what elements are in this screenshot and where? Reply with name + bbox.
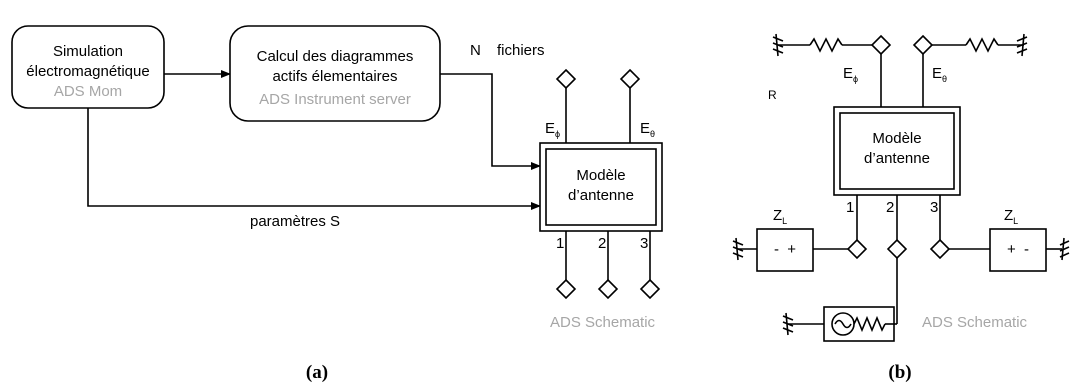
sparams-label: paramètres S bbox=[250, 213, 340, 230]
fichiers-label: fichiers bbox=[497, 42, 545, 59]
ground-source bbox=[782, 312, 794, 336]
e-phi-label-a: Eϕ bbox=[545, 120, 560, 139]
ground-right-load bbox=[1059, 237, 1070, 261]
ground-left-load bbox=[732, 237, 744, 261]
e-theta-port-a bbox=[619, 68, 641, 90]
ads-schematic-label-a: ADS Schematic bbox=[550, 314, 656, 331]
source-resistor bbox=[853, 315, 886, 333]
top-right-resistor bbox=[965, 37, 999, 53]
right-load-signs: + - bbox=[1007, 241, 1029, 258]
port-3-label-b: 3 bbox=[930, 199, 938, 216]
port-2-label-a: 2 bbox=[598, 235, 606, 252]
left-load-box bbox=[756, 228, 814, 272]
port-2-terminal-a bbox=[597, 278, 619, 300]
model-b-line1: Modèle bbox=[872, 130, 921, 147]
right-load-box bbox=[989, 228, 1047, 272]
arrow-sparams-to-model bbox=[87, 108, 541, 210]
port-3-terminal-b bbox=[929, 238, 951, 260]
n-label: N bbox=[470, 42, 481, 59]
port-3-terminal-a bbox=[639, 278, 661, 300]
ads-schematic-label-b: ADS Schematic bbox=[922, 314, 1028, 331]
left-load-signs: - + bbox=[774, 241, 796, 258]
ground-top-right bbox=[1016, 33, 1028, 57]
simulation-tool-label: ADS Mom bbox=[54, 83, 122, 100]
antenna-model-block-b: Modèle d’antenne bbox=[833, 106, 961, 196]
e-theta-label-a: Eθ bbox=[640, 120, 655, 139]
r-label-b: R bbox=[768, 88, 777, 102]
model-a-line2: d’antenne bbox=[568, 187, 634, 204]
port-3-label-a: 3 bbox=[640, 235, 648, 252]
calcul-tool-label: ADS Instrument server bbox=[259, 91, 411, 108]
arrow-calc-to-model bbox=[440, 73, 541, 170]
simulation-box: Simulation électromagnétique ADS Mom bbox=[11, 25, 165, 109]
calcul-box: Calcul des diagrammes actifs élementaire… bbox=[229, 25, 441, 122]
port-1-terminal-b bbox=[846, 238, 868, 260]
zl-left-label: ZL bbox=[773, 207, 787, 226]
panel-a: Simulation électromagnétique ADS Mom Cal… bbox=[11, 25, 663, 383]
e-phi-port-b bbox=[870, 34, 892, 56]
port-1-terminal-a bbox=[555, 278, 577, 300]
port-2-terminal-b bbox=[886, 238, 908, 260]
simulation-title-line2: électromagnétique bbox=[26, 63, 149, 80]
e-phi-label-b: Eϕ bbox=[843, 65, 858, 84]
e-phi-port-a bbox=[555, 68, 577, 90]
sine-wave-icon bbox=[834, 319, 852, 329]
port-2-label-b: 2 bbox=[886, 199, 894, 216]
panel-b: Eϕ Eθ R Modèle d’antenne 1 2 3 bbox=[732, 33, 1070, 383]
top-left-resistor bbox=[809, 37, 843, 53]
simulation-title-line1: Simulation bbox=[53, 43, 123, 60]
calcul-title-line2: actifs élementaires bbox=[272, 68, 397, 85]
port-1-label-b: 1 bbox=[846, 199, 854, 216]
antenna-model-block-a: Modèle d’antenne bbox=[539, 142, 663, 232]
caption-a: (a) bbox=[306, 362, 328, 383]
calcul-title-line1: Calcul des diagrammes bbox=[257, 48, 414, 65]
model-a-line1: Modèle bbox=[576, 167, 625, 184]
e-theta-label-b: Eθ bbox=[932, 65, 947, 84]
port-1-label-a: 1 bbox=[556, 235, 564, 252]
e-theta-port-b bbox=[912, 34, 934, 56]
caption-b: (b) bbox=[888, 362, 911, 383]
zl-right-label: ZL bbox=[1004, 207, 1018, 226]
model-b-line2: d’antenne bbox=[864, 150, 930, 167]
